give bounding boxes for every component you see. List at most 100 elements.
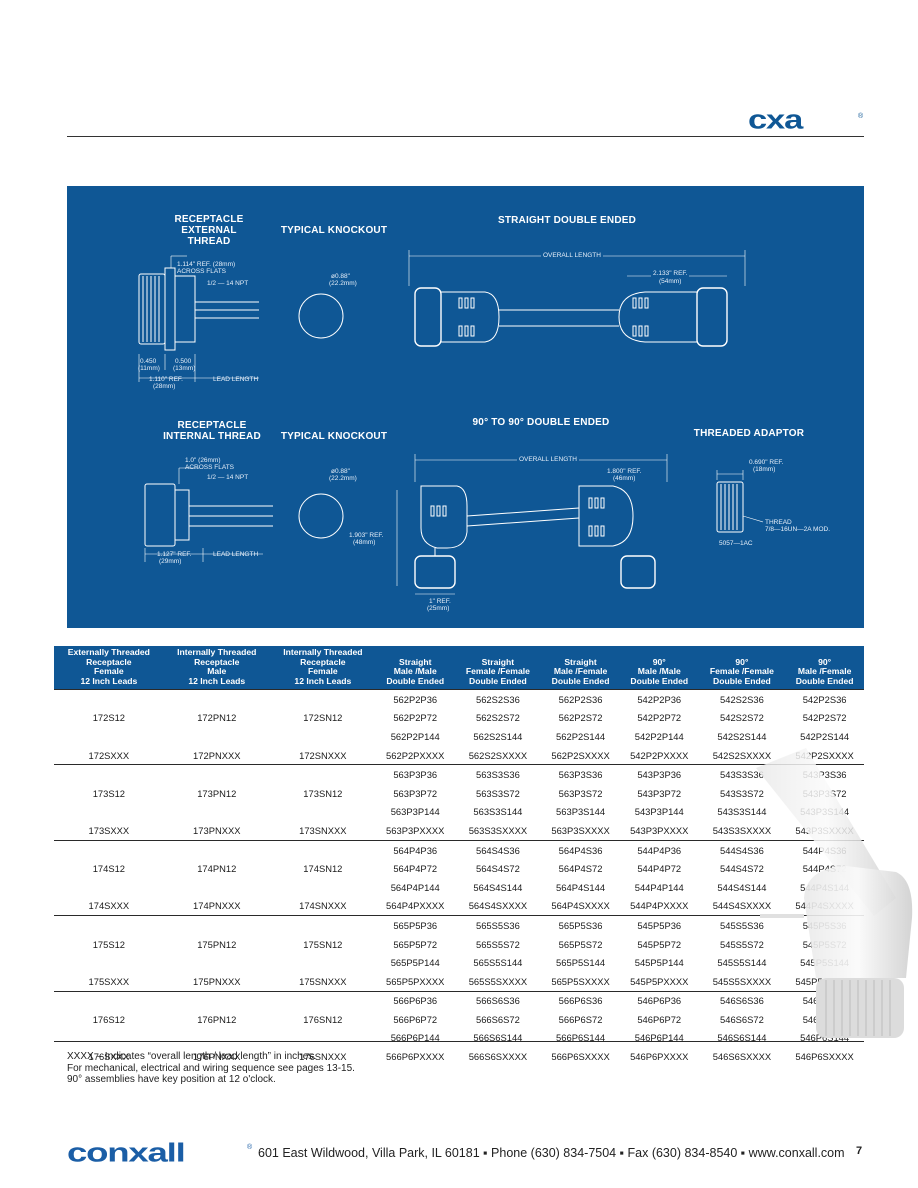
knockout2-title: TYPICAL KNOCKOUT <box>280 431 388 442</box>
table-cell: 563P3S144 <box>556 806 606 818</box>
column-header-line: Double Ended <box>551 675 610 686</box>
table-cell: 175S12 <box>92 938 126 950</box>
table-cell: 562P2SXXXX <box>551 749 610 761</box>
table-cell: 565P5S72 <box>558 938 603 950</box>
table-cell: 565P5S36 <box>541 915 620 935</box>
adaptor-thread-spec: 7/8—16UN—2A MOD. <box>765 526 831 533</box>
column-header-line: Double Ended <box>713 675 771 686</box>
ext-dim-npt: 1/2 — 14 NPT <box>207 280 249 287</box>
table-cell: 172S12 <box>92 712 126 724</box>
table-cell: 545P5P36 <box>619 915 699 935</box>
table-cell <box>269 839 376 860</box>
table-cell: 172SXXX <box>88 749 130 761</box>
table-cell: 542P2S36 <box>785 688 864 709</box>
top-rule <box>67 136 864 137</box>
column-header-line: Externally Threaded <box>67 647 150 657</box>
int-dim-flats2: ACROSS FLATS <box>185 464 235 471</box>
int-lead: LEAD LENGTH <box>213 551 259 558</box>
table-cell <box>270 953 376 972</box>
table-cell: 562S2SXXXX <box>468 749 528 761</box>
table-cell: 545P5P144 <box>634 957 684 969</box>
page-number: 7 <box>856 1145 863 1157</box>
adaptor-ref-mm: (18mm) <box>753 466 776 473</box>
table-cell: 173S12 <box>92 787 126 799</box>
table-cell: 563P3S36 <box>541 764 620 784</box>
table-cell <box>270 803 376 822</box>
table-bottom-rule <box>54 1041 864 1042</box>
ext-dim-flats2: ACROSS FLATS <box>177 268 227 275</box>
table-cell: 562P2S144 <box>556 730 606 742</box>
straight-ref-mm: (54mm) <box>659 278 682 285</box>
column-header-line: Male /Male <box>393 666 437 676</box>
table-cell: 562P2P36 <box>375 688 455 709</box>
table-cell: 562P2P144 <box>390 730 440 742</box>
column-header-line: Internally Threaded <box>283 647 363 657</box>
table-cell: 544S4S36 <box>698 839 786 860</box>
table-cell: 563S3S72 <box>476 787 520 799</box>
table-cell: 563P3P36 <box>375 764 455 784</box>
table-cell: 564P4P144 <box>390 881 440 893</box>
ext-dim-flats: 1.114" REF. (28mm) <box>177 261 236 268</box>
cxa-logo: cxa ® <box>748 110 864 135</box>
table-cell: 175PN12 <box>197 938 237 950</box>
table-cell <box>164 1029 270 1048</box>
table-cell: 546P6P36 <box>619 990 699 1011</box>
table-cell: 173PNXXX <box>193 824 241 836</box>
table-cell: 542S2S144 <box>717 730 767 742</box>
table-cell <box>54 764 164 784</box>
column-header-line: 90° <box>818 656 832 667</box>
table-cell: 566P6P36 <box>375 990 455 1011</box>
table-cell: 565P5P36 <box>375 915 455 935</box>
table-cell: 545S5S72 <box>720 938 764 950</box>
table-cell: 566S6S72 <box>476 1013 520 1025</box>
ext-receptacle-title-line2: EXTERNAL THREAD <box>181 225 237 247</box>
table-cell: 565P5S144 <box>556 957 606 969</box>
table-cell: 564P4S144 <box>556 881 606 893</box>
ninety-title: 90° TO 90° DOUBLE ENDED <box>472 417 610 428</box>
table-cell: 546S6S72 <box>720 1013 764 1025</box>
table-cell: 176SN12 <box>303 1013 343 1025</box>
table-cell: 562P2S36 <box>541 688 620 709</box>
conxall-logo: conxall ® <box>67 1141 253 1167</box>
table-cell: 564S4S36 <box>454 839 542 860</box>
table-cell: 566P6SXXXX <box>551 1051 610 1063</box>
column-header-line: Male /Female <box>553 666 608 676</box>
table-cell: 564S4SXXXX <box>468 900 528 912</box>
table-cell: 544S4S72 <box>720 863 764 875</box>
table-cell: 543P3P144 <box>634 806 684 818</box>
column-header-line: Straight <box>481 656 515 667</box>
table-cell: 562S2S36 <box>454 688 542 709</box>
table-cell: 565S5S72 <box>476 938 520 950</box>
ninety-ref: 1.800" REF. <box>607 468 642 475</box>
table-cell: 173SXXX <box>88 824 130 836</box>
table-cell <box>163 915 270 935</box>
table-cell: 542S2S72 <box>720 712 764 724</box>
ext-dim-ref-mm: (28mm) <box>153 383 176 390</box>
table-cell: 566P6PXXXX <box>386 1051 445 1063</box>
column-header-line: 90° <box>735 656 749 667</box>
table-cell: 545S5SXXXX <box>712 975 772 987</box>
table-cell <box>270 727 376 746</box>
table-cell: 564P4S72 <box>558 863 603 875</box>
table-cell: 546P6PXXXX <box>630 1051 689 1063</box>
table-cell: 545P5P72 <box>637 938 682 950</box>
int-dim-flats: 1.0" (26mm) <box>185 457 221 464</box>
column-header-line: Receptacle <box>194 656 240 667</box>
table-cell <box>54 688 164 709</box>
table-cell: 542P2S144 <box>800 730 850 742</box>
table-cell: 544P4PXXXX <box>630 900 689 912</box>
table-cell: 175SNXXX <box>299 975 347 987</box>
table-cell <box>269 764 376 784</box>
ext-dim-b-mm: (13mm) <box>173 365 196 372</box>
table-cell: 564S4S72 <box>476 863 520 875</box>
